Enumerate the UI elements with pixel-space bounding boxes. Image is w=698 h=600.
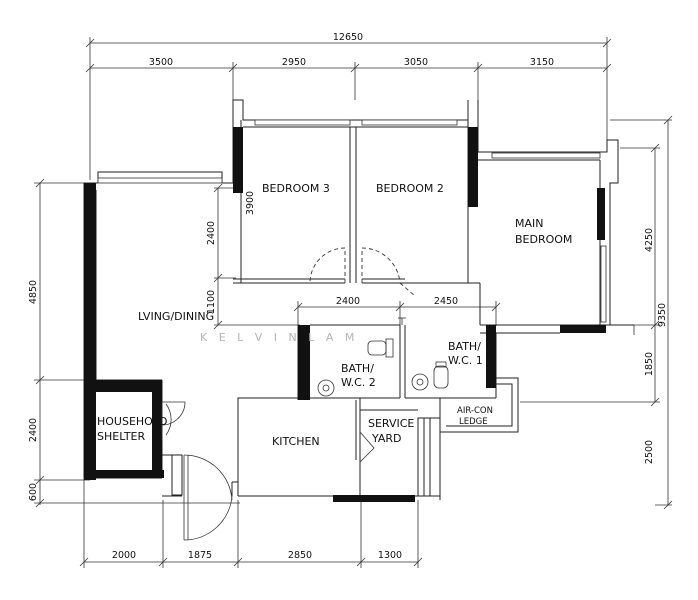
dim-bottom-1300: 1300 bbox=[378, 550, 402, 561]
dim-overall-width: 12650 bbox=[333, 32, 363, 43]
right-dimensions: 4250 9350 1850 2500 bbox=[520, 115, 673, 510]
room-label-bedroom-3: BEDROOM 3 bbox=[262, 182, 330, 195]
watermark: K E L V I N L A M bbox=[200, 331, 358, 344]
inner-bath-dimensions: 2400 2450 bbox=[293, 296, 501, 326]
room-labels: BEDROOM 3 BEDROOM 2 MAIN BEDROOM LVING/D… bbox=[97, 182, 572, 448]
windows bbox=[97, 119, 607, 323]
room-label-living-dining: LVING/DINING bbox=[138, 310, 214, 323]
doors bbox=[161, 247, 416, 541]
dim-inner-2400-vertical: 2400 bbox=[206, 221, 217, 245]
dim-left-2400: 2400 bbox=[28, 418, 39, 442]
room-label-household-line1: HOUSEHOLD bbox=[97, 415, 167, 428]
room-label-aircon-line1: AIR-CON bbox=[457, 406, 493, 416]
dim-inner-1100: 1100 bbox=[206, 290, 217, 314]
dim-right-1850: 1850 bbox=[644, 352, 655, 376]
room-label-kitchen: KITCHEN bbox=[272, 435, 320, 448]
dim-right-2500: 2500 bbox=[644, 440, 655, 464]
dim-top-2950: 2950 bbox=[282, 57, 306, 68]
room-label-bath2-line2: W.C. 2 bbox=[341, 376, 376, 389]
dim-inner-2400-horizontal: 2400 bbox=[336, 296, 360, 307]
room-label-bedroom-2: BEDROOM 2 bbox=[376, 182, 444, 195]
dim-left-600: 600 bbox=[28, 483, 39, 501]
dim-right-9350: 9350 bbox=[657, 303, 668, 327]
dim-top-3150: 3150 bbox=[530, 57, 554, 68]
bottom-dimensions: 2000 1875 2850 1300 bbox=[79, 478, 423, 568]
room-label-bath1-line2: W.C. 1 bbox=[448, 354, 483, 367]
room-label-bath2-line1: BATH/ bbox=[341, 362, 374, 375]
dim-inner-2450: 2450 bbox=[434, 296, 458, 307]
dim-top-3500: 3500 bbox=[149, 57, 173, 68]
solid-walls bbox=[84, 127, 606, 502]
dim-left-4850: 4850 bbox=[28, 280, 39, 304]
inner-left-dimensions: 2400 1100 3900 bbox=[206, 183, 300, 330]
room-label-service-line2: YARD bbox=[371, 432, 402, 445]
left-dimensions: 4850 2400 600 bbox=[28, 178, 240, 508]
dim-bottom-2850: 2850 bbox=[288, 550, 312, 561]
room-label-bath1-line1: BATH/ bbox=[448, 340, 481, 353]
room-label-aircon-line2: LEDGE bbox=[459, 417, 488, 427]
room-label-main-bedroom-line2: BEDROOM bbox=[515, 233, 572, 246]
top-dimensions: 12650 3500 2950 3050 3150 bbox=[85, 32, 612, 180]
dim-bottom-1875: 1875 bbox=[188, 550, 212, 561]
room-label-household-line2: SHELTER bbox=[97, 430, 145, 443]
dim-top-3050: 3050 bbox=[404, 57, 428, 68]
room-label-service-line1: SERVICE bbox=[368, 417, 414, 430]
room-label-main-bedroom-line1: MAIN bbox=[515, 217, 544, 230]
dim-inner-3900: 3900 bbox=[245, 191, 256, 215]
bath-fixtures bbox=[317, 338, 449, 397]
dim-right-4250: 4250 bbox=[644, 228, 655, 252]
dim-bottom-2000: 2000 bbox=[112, 550, 136, 561]
